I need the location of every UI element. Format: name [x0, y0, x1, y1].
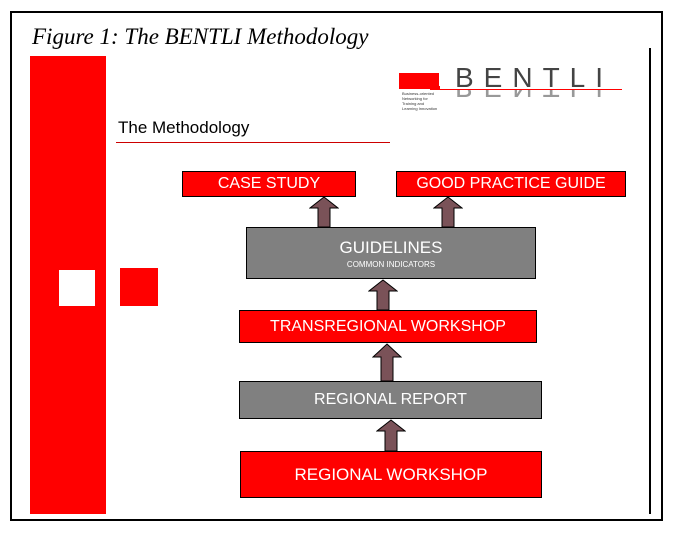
arrow-to-regional-report: [376, 419, 406, 452]
slide-heading: The Methodology: [118, 118, 250, 137]
bentli-logo-line: [440, 89, 622, 90]
arrow-to-good-practice-guide: [433, 196, 463, 228]
red-square-decoration: [120, 268, 158, 306]
regional-workshop-box: REGIONAL WORKSHOP: [240, 451, 542, 498]
guidelines-box: GUIDELINES COMMON INDICATORS: [246, 227, 536, 279]
slide-right-border: [649, 48, 651, 514]
regional-report-box: REGIONAL REPORT: [239, 381, 542, 419]
good-practice-guide-box: GOOD PRACTICE GUIDE: [396, 171, 626, 197]
heading-underline: [116, 142, 390, 143]
arrow-to-case-study: [309, 196, 339, 228]
transregional-workshop-box: TRANSREGIONAL WORKSHOP: [239, 310, 537, 343]
white-square-decoration: [59, 270, 95, 306]
arrow-to-transregional-workshop: [372, 343, 402, 382]
bentli-logo-text: BENTLI: [455, 62, 614, 93]
bentli-logo-tagline: Business-oriented Networking for Trainin…: [402, 91, 438, 111]
case-study-box: CASE STUDY: [182, 171, 356, 197]
bentli-logo-accent: [430, 86, 440, 90]
bentli-logo-mark: [399, 73, 439, 89]
arrow-to-guidelines: [368, 279, 398, 311]
figure-caption: Figure 1: The BENTLI Methodology: [32, 24, 369, 49]
bentli-logo-reflection: BENTLI: [455, 89, 613, 103]
common-indicators-label: COMMON INDICATORS: [346, 259, 436, 269]
